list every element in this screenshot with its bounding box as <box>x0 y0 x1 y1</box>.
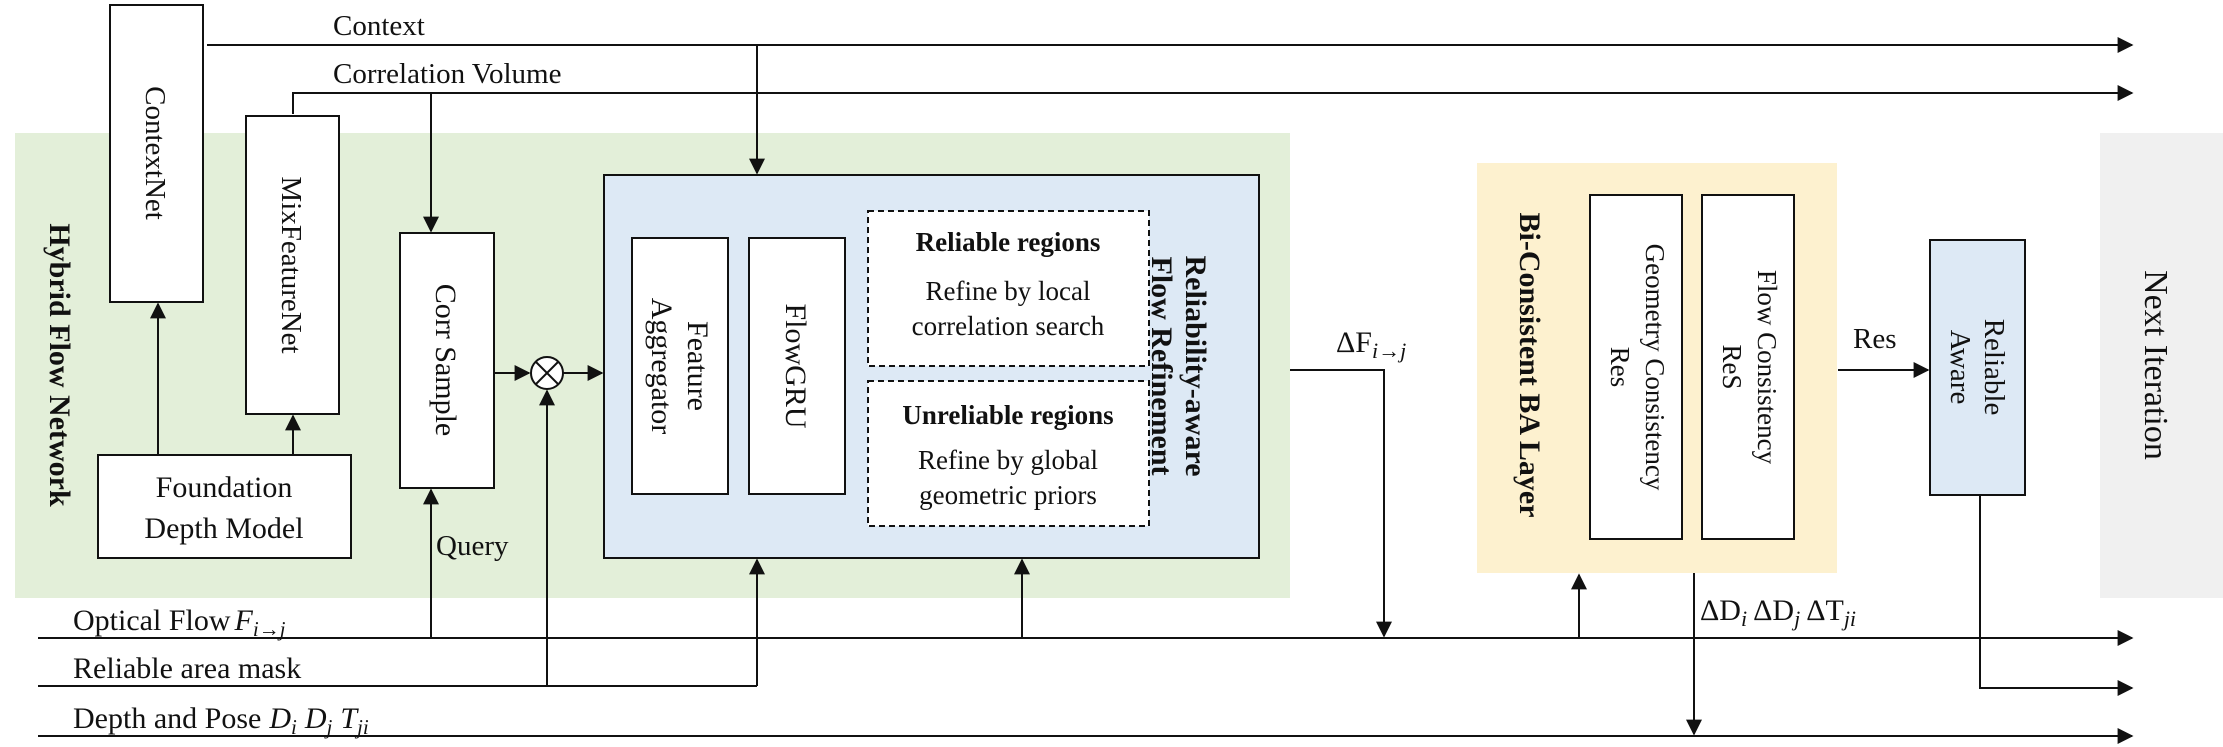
refinement-title-1: Reliability-aware <box>1179 255 1212 476</box>
geometry-consistency-label-1: Geometry Consistency <box>1640 244 1670 491</box>
mix-feature-net-label: MixFeatureNet <box>275 176 307 353</box>
mix-feature-net-box <box>245 115 340 415</box>
feature-aggregator-box <box>631 237 729 495</box>
reliable-aware-box <box>1929 239 2026 496</box>
reliable-regions-title: Reliable regions <box>916 227 1101 257</box>
flow-consistency-label-2: ReS <box>1717 344 1747 389</box>
correlation-volume-line <box>292 85 2134 114</box>
multiply-cross-b <box>535 361 559 385</box>
unreliable-regions-box <box>867 380 1150 527</box>
query-label: Query <box>436 530 509 562</box>
context-net-box <box>109 4 204 303</box>
feature-aggregator-label-1: Feature <box>681 321 714 411</box>
reliable-aware-output-arrow <box>1979 495 2134 696</box>
geometry-consistency-label-2: Res <box>1605 347 1635 388</box>
reliable-area-mask-label: Reliable area mask <box>73 652 301 685</box>
reliable-regions-line-1: Refine by local <box>926 276 1091 306</box>
reliable-regions-box <box>867 210 1150 367</box>
delta-flow-label: ΔFi→j <box>1336 326 1406 363</box>
flow-consistency-box <box>1701 194 1795 540</box>
ba-layer-title: Bi-Consistent BA Layer <box>1513 212 1546 517</box>
delta-flow-arrow <box>1290 369 1392 638</box>
foundation-depth-model-box <box>97 454 352 559</box>
corr-sample-box <box>399 232 495 489</box>
corr-sample-label: Corr Sample <box>429 284 462 436</box>
hybrid-flow-network-title: Hybrid Flow Network <box>43 223 76 507</box>
reliable-aware-label-1: Reliable <box>1978 319 2010 416</box>
unreliable-regions-title: Unreliable regions <box>902 400 1113 430</box>
refinement-title-2: Flow Refinement <box>1145 256 1178 475</box>
foundation-depth-model-label-1: Foundation <box>156 471 293 504</box>
flowgru-box <box>748 237 846 495</box>
next-iteration-label: Next Iteration <box>2137 270 2174 460</box>
unreliable-regions-line-2: geometric priors <box>919 480 1097 510</box>
flowgru-label: FlowGRU <box>779 303 812 428</box>
context-net-label: ContextNet <box>139 86 171 220</box>
res-label: Res <box>1853 323 1897 355</box>
correlation-volume-label: Correlation Volume <box>333 58 562 90</box>
next-iteration-region <box>2100 133 2223 598</box>
geometry-consistency-box <box>1589 194 1683 540</box>
reliable-aware-label-2: Aware <box>1944 330 1976 405</box>
unreliable-regions-line-1: Refine by global <box>918 445 1098 475</box>
flow-consistency-label-1: Flow Consistency <box>1752 270 1782 465</box>
context-label: Context <box>333 10 425 42</box>
feature-aggregator-label-2: Aggregator <box>645 298 678 435</box>
reliable-regions-line-2: correlation search <box>912 311 1105 341</box>
foundation-depth-model-label-2: Depth Model <box>144 512 303 545</box>
